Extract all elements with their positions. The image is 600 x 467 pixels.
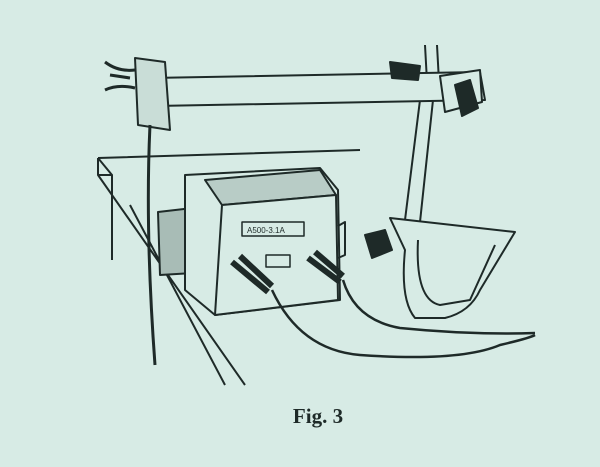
table	[97, 149, 361, 386]
cable	[341, 279, 536, 335]
instrument-box: A500-3.1A	[157, 167, 346, 316]
figure-caption: Fig. 3	[292, 404, 344, 428]
arm	[104, 57, 486, 131]
cable	[270, 289, 536, 359]
hanging-wire	[146, 124, 157, 366]
device-label: A500-3.1A	[247, 226, 285, 235]
knob	[364, 229, 393, 259]
